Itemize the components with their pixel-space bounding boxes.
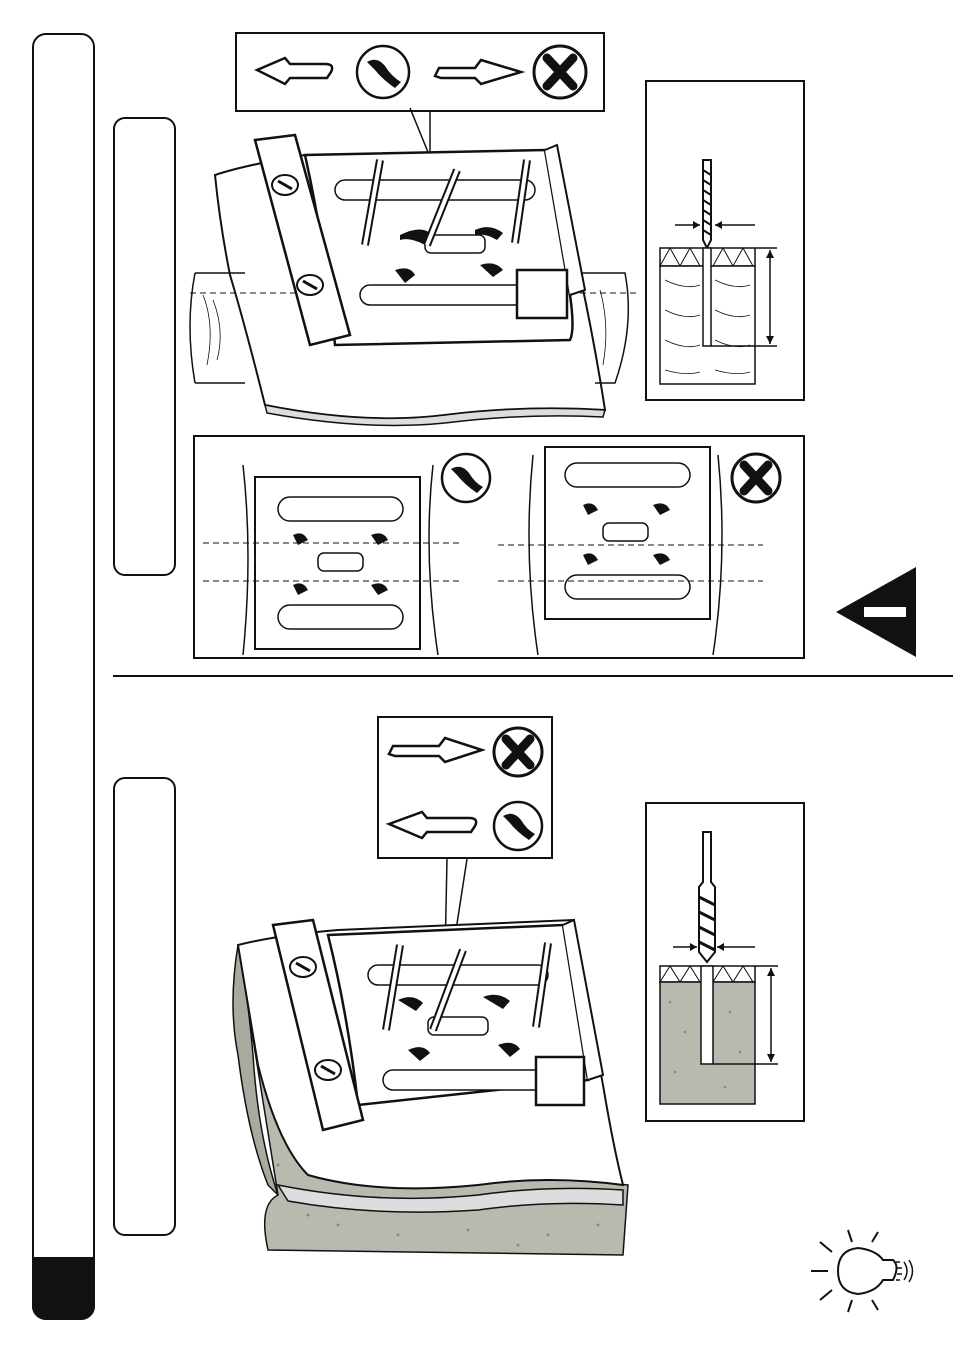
- section-separator: [113, 675, 953, 677]
- level-left-arrow-icon: [389, 812, 476, 838]
- level-right-arrow-icon: [389, 738, 482, 762]
- page-number-tab: [32, 1257, 95, 1320]
- warning-triangle-icon: [834, 565, 918, 659]
- light-bulb-icon: [808, 1228, 920, 1314]
- level-right-arrow-icon: [435, 60, 521, 84]
- level-left-arrow-icon: [257, 58, 332, 84]
- step-1-wall-plate-illustration: [185, 125, 645, 425]
- step-1-label-box: [113, 117, 176, 576]
- step-1-drill-detail-art: [645, 80, 805, 401]
- step-2-label-box: [113, 777, 176, 1236]
- step-1-level-hint-art: [235, 32, 605, 112]
- step-2-drill-detail-art: [645, 802, 805, 1122]
- step-1-orientation-art: [193, 435, 805, 659]
- side-bar: [32, 33, 95, 1320]
- step-2-wall-plate-illustration: [218, 905, 633, 1255]
